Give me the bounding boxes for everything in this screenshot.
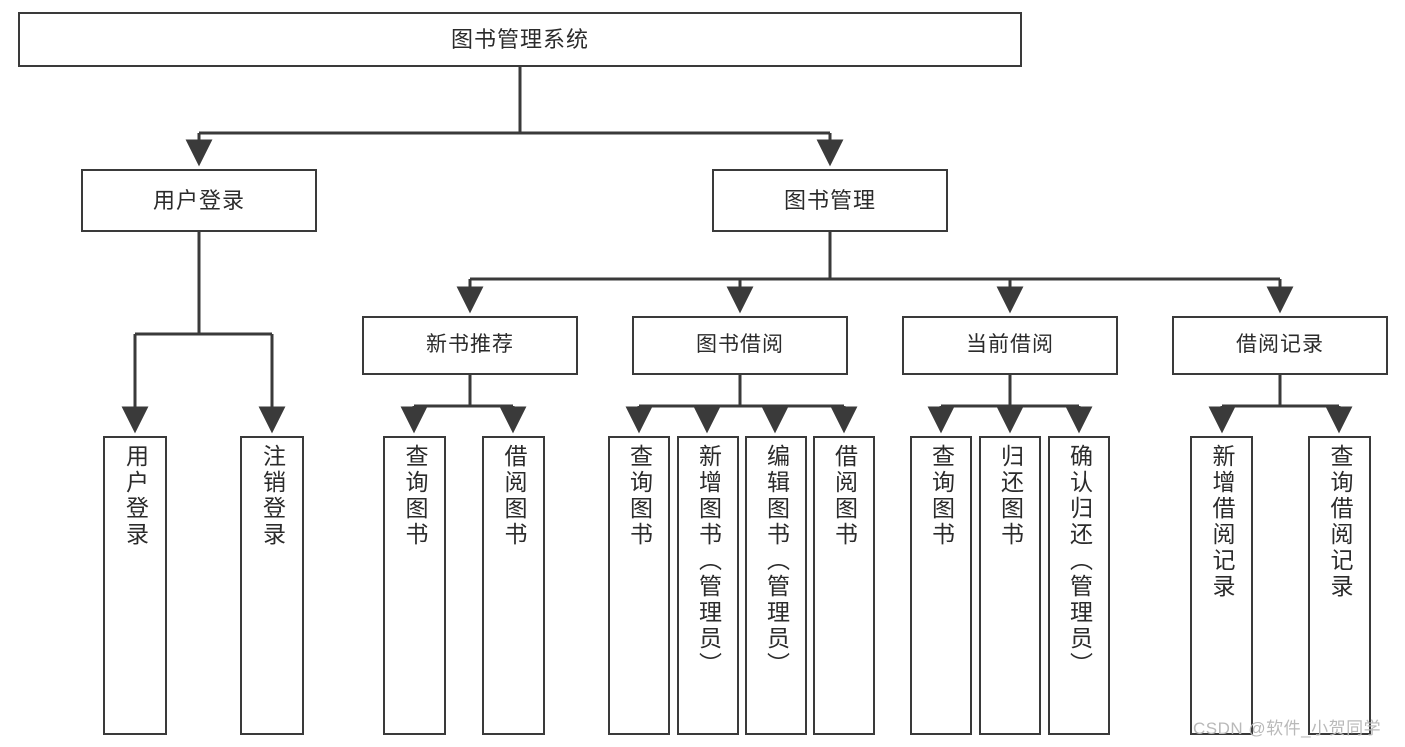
node-label: 编辑图书（管理员） xyxy=(763,444,790,678)
node-leaf-query-book-borrow[interactable]: 查询图书 xyxy=(608,436,670,735)
node-label: 新书推荐 xyxy=(426,333,514,357)
node-leaf-borrow-book-recommend[interactable]: 借阅图书 xyxy=(482,436,545,735)
node-leaf-query-book-current[interactable]: 查询图书 xyxy=(910,436,972,735)
node-current-borrow[interactable]: 当前借阅 xyxy=(902,316,1118,375)
node-label: 确认归还（管理员） xyxy=(1066,444,1093,678)
node-label: 用户登录 xyxy=(122,444,149,548)
node-label: 用户登录 xyxy=(152,187,245,213)
node-label: 图书管理系统 xyxy=(450,26,589,52)
node-leaf-query-book-recommend[interactable]: 查询图书 xyxy=(383,436,446,735)
node-user-login[interactable]: 用户登录 xyxy=(81,169,317,232)
edges-book-management-to-level3 xyxy=(456,232,1294,314)
node-label: 查询图书 xyxy=(402,444,428,548)
node-label: 新增借阅记录 xyxy=(1209,444,1235,600)
node-leaf-add-book[interactable]: 新增图书（管理员） xyxy=(677,436,739,735)
edges-borrow-record-to-leaves xyxy=(1208,375,1353,434)
node-label: 查询图书 xyxy=(626,444,653,548)
node-leaf-logout-login[interactable]: 注销登录 xyxy=(240,436,304,735)
node-leaf-borrow-book[interactable]: 借阅图书 xyxy=(813,436,875,735)
node-leaf-confirm-return[interactable]: 确认归还（管理员） xyxy=(1048,436,1110,735)
node-label: 借阅记录 xyxy=(1236,333,1324,357)
node-book-borrow[interactable]: 图书借阅 xyxy=(632,316,848,375)
edges-root-to-level2 xyxy=(185,67,844,167)
node-label: 新增图书（管理员） xyxy=(695,444,722,678)
node-label: 归还图书 xyxy=(997,444,1024,548)
node-label: 当前借阅 xyxy=(966,333,1054,357)
node-label: 注销登录 xyxy=(259,444,286,548)
node-leaf-return-book[interactable]: 归还图书 xyxy=(979,436,1041,735)
node-book-management[interactable]: 图书管理 xyxy=(712,169,948,232)
node-root-system[interactable]: 图书管理系统 xyxy=(18,12,1022,67)
node-label: 图书借阅 xyxy=(696,333,784,357)
edges-book-borrow-to-leaves xyxy=(625,375,858,434)
node-borrow-record[interactable]: 借阅记录 xyxy=(1172,316,1388,375)
node-label: 借阅图书 xyxy=(501,444,527,548)
node-new-book-recommend[interactable]: 新书推荐 xyxy=(362,316,578,375)
node-label: 借阅图书 xyxy=(831,444,858,548)
node-leaf-user-login[interactable]: 用户登录 xyxy=(103,436,167,735)
watermark-text: CSDN @软件_小贺同学 xyxy=(1193,719,1382,738)
node-leaf-edit-book[interactable]: 编辑图书（管理员） xyxy=(745,436,807,735)
node-leaf-query-borrow-record[interactable]: 查询借阅记录 xyxy=(1308,436,1371,735)
node-label: 查询图书 xyxy=(928,444,955,548)
node-label: 查询借阅记录 xyxy=(1327,444,1353,600)
node-leaf-add-borrow-record[interactable]: 新增借阅记录 xyxy=(1190,436,1253,735)
edges-new-book-recommend-to-leaves xyxy=(400,375,527,434)
edges-current-borrow-to-leaves xyxy=(927,375,1093,434)
node-label: 图书管理 xyxy=(783,187,876,213)
edges-user-login-to-leaves xyxy=(121,232,286,434)
